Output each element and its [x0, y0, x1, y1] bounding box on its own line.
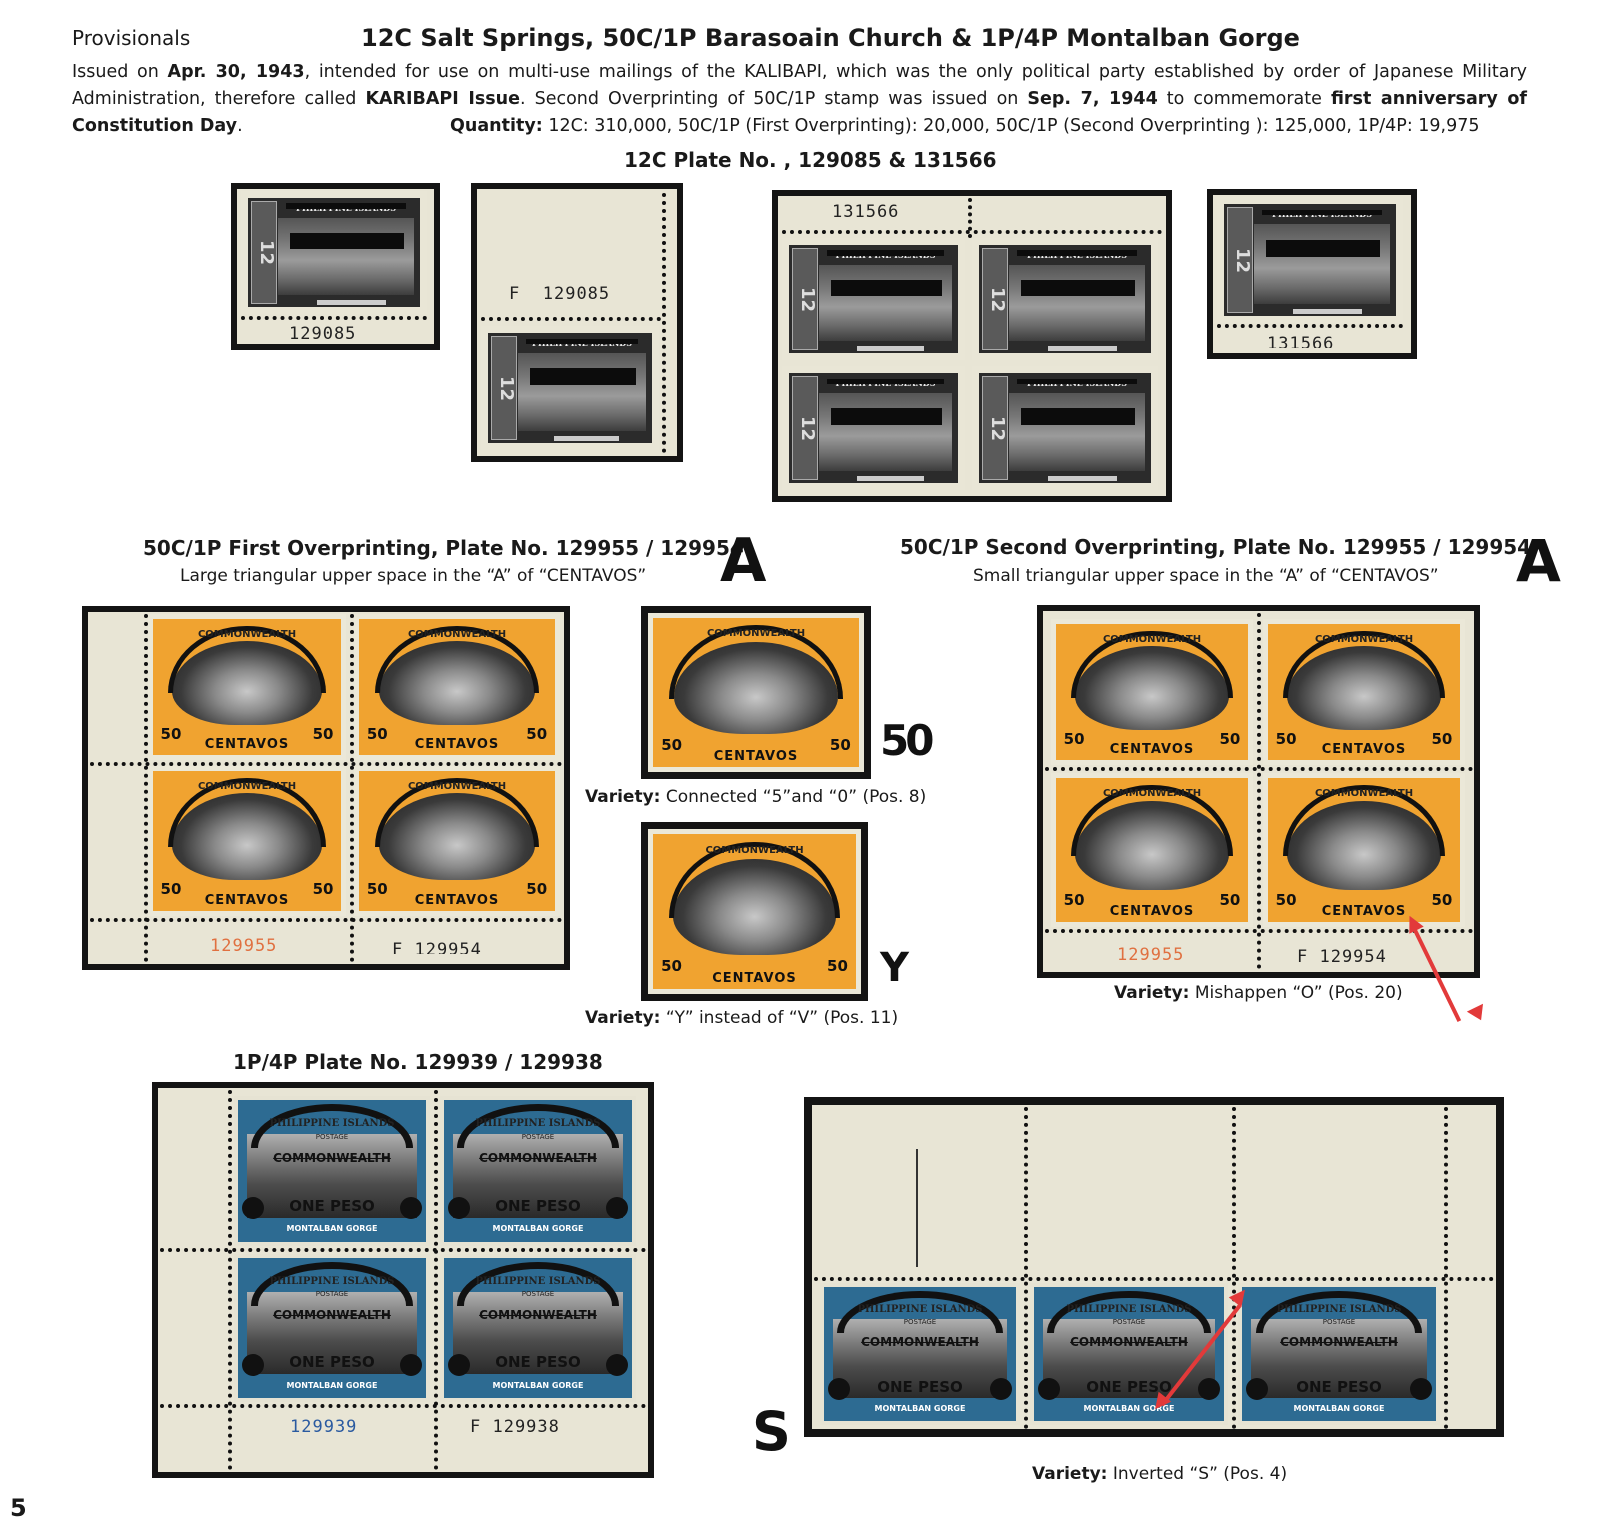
plate-number: 129955 [1117, 945, 1185, 961]
variety-caption-pos8: Variety: Connected “5”and “0” (Pos. 8) [585, 787, 927, 807]
stamp-mount-12c-single-b: F 129085 12PHILIPPINE ISLANDS [471, 183, 683, 462]
section-1p-heading: 1P/4P Plate No. 129939 / 129938 [233, 1050, 603, 1074]
page-number: 5 [10, 1494, 27, 1522]
section-50c-first-heading: 50C/1P First Overprinting, Plate No. 129… [143, 536, 744, 560]
plate-number: F 129954 [1297, 947, 1387, 967]
stamp-12c: 12PHILIPPINE ISLANDS [782, 238, 965, 360]
quantity-line: Quantity: 12C: 310,000, 50C/1P (First Ov… [450, 116, 1480, 136]
plate-number: F 129954 [392, 940, 482, 954]
plate-number: 131566 [832, 202, 900, 222]
section-label: Provisionals [72, 26, 191, 50]
variety-caption-pos4: Variety: Inverted “S” (Pos. 4) [1032, 1464, 1288, 1484]
variety-caption-pos11: Variety: “Y” instead of “V” (Pos. 11) [585, 1008, 899, 1028]
stamp-12c: 12PHILIPPINE ISLANDS [241, 191, 427, 314]
plate-number: 131566 [1267, 334, 1335, 348]
section-50c-first-sub: Large triangular upper space in the “A” … [180, 566, 647, 586]
stamp-12c: 12PHILIPPINE ISLANDS [782, 366, 965, 490]
letter-a-large-icon: A [720, 526, 767, 596]
arrow-tail-icon [1466, 1003, 1490, 1025]
section-50c-second-sub: Small triangular upper space in the “A” … [973, 566, 1439, 586]
stamp-mount-12c-single-a: 12PHILIPPINE ISLANDS 129085 [231, 183, 440, 350]
intro-paragraph: Issued on Apr. 30, 1943, intended for us… [72, 62, 1527, 136]
letter-s-glyph-icon: S [752, 1400, 791, 1463]
stamp-12c: 12PHILIPPINE ISLANDS [972, 238, 1158, 360]
letter-a-small-icon: A [1516, 527, 1561, 595]
section-12c-heading: 12C Plate No. , 129085 & 131566 [624, 148, 997, 172]
stamp-12c: 12PHILIPPINE ISLANDS [481, 326, 659, 450]
plate-number: 129939 [290, 1417, 358, 1437]
stamp-12c: 12PHILIPPINE ISLANDS [972, 366, 1158, 490]
stamp-mount-12c-single-c: 12PHILIPPINE ISLANDS 131566 [1207, 189, 1417, 359]
stamp-block-12c: 131566 12PHILIPPINE ISLANDS 12PHILIPPINE… [772, 190, 1172, 502]
plate-number: 129085 [289, 324, 357, 340]
plate-number: F 129938 [470, 1417, 560, 1437]
letter-y-glyph-icon: Y [880, 945, 909, 991]
connected-50-glyph-icon: 50 [880, 716, 934, 765]
section-50c-second-heading: 50C/1P Second Overprinting, Plate No. 12… [900, 535, 1532, 559]
variety-caption-pos20: Variety: Mishappen “O” (Pos. 20) [1114, 983, 1403, 1003]
plate-number: F 129085 [509, 284, 611, 304]
page-title: 12C Salt Springs, 50C/1P Barasoain Churc… [361, 24, 1300, 52]
stamp-12c: 12PHILIPPINE ISLANDS [1217, 197, 1403, 323]
plate-number: 129955 [210, 936, 278, 952]
